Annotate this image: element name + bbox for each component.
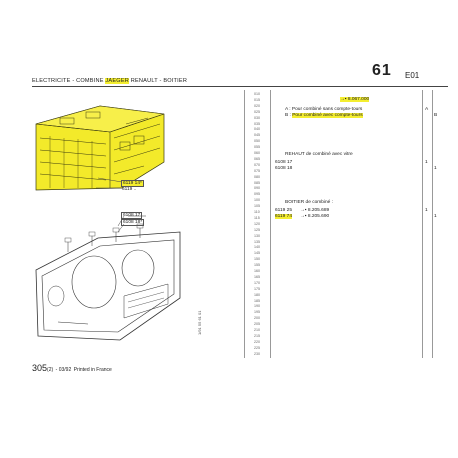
line-number: 205	[254, 322, 260, 327]
part-tag-6119-14: 6119 14*	[121, 180, 144, 187]
part-tag-6119: 6119 ..	[122, 187, 137, 192]
line-number: 060	[254, 151, 260, 155]
column-rule	[244, 90, 245, 358]
arrow-icon: →▪	[340, 97, 347, 102]
line-number: 095	[254, 192, 260, 197]
ref-6119-74: 6119 74	[275, 214, 292, 219]
qty-6119-74: 1	[434, 214, 437, 219]
line-number: 225	[254, 345, 260, 350]
ref-6108-17: 6108 17	[275, 160, 293, 165]
line-number: 020	[254, 103, 260, 108]
column-rule	[432, 90, 433, 358]
col-b-header: B	[434, 113, 438, 118]
line-number: 085	[254, 180, 260, 185]
qty-6108-17: 1	[425, 160, 428, 165]
boitier-label: BOITIER de combiné :	[285, 200, 333, 205]
variant-b: B : Pour combiné avec compte-tours	[285, 113, 363, 118]
line-number: 040	[254, 127, 260, 132]
line-number: 030	[254, 115, 260, 120]
header-suffix: RENAULT - BOITIER	[129, 78, 188, 84]
line-number: 145	[254, 251, 260, 256]
leader-lines	[96, 177, 123, 189]
page-header: ELECTRICITE - COMBINE JAEGER RENAULT - B…	[32, 78, 187, 84]
line-number: 170	[254, 280, 260, 285]
ref-6119-25: 6119 25	[275, 208, 292, 213]
line-number: 190	[254, 304, 260, 309]
line-number: 215	[254, 333, 260, 338]
variant-b-text: Pour combiné avec compte-tours	[292, 113, 363, 118]
line-number: 090	[254, 186, 260, 191]
line-number: 065	[254, 156, 260, 161]
line-number: 050	[254, 139, 260, 144]
header-rule	[32, 86, 448, 87]
line-number: 165	[254, 274, 260, 279]
variant-a: A : Pour combiné sans compte-tours	[285, 107, 363, 112]
qty-6108-18: 1	[434, 166, 437, 171]
qty-6119-25: 1	[425, 208, 428, 213]
variant-b-prefix: B :	[285, 113, 293, 118]
top-ref-value: 8.067.000	[347, 97, 370, 102]
line-number: 210	[254, 328, 260, 332]
part-tag-6108-17: 6108 17	[121, 212, 143, 219]
rehaut-label: REHAUT de combiné avec vitre	[285, 152, 353, 157]
line-number: 230	[254, 351, 260, 356]
footer-date: - 03/92	[55, 367, 72, 373]
arrow-icon: →▪	[300, 214, 307, 219]
arrow-icon: →▪	[300, 208, 307, 213]
footer-page: 305	[32, 363, 48, 373]
line-number: 125	[254, 227, 260, 232]
line-number: 070	[254, 162, 260, 167]
line-number: 155	[254, 263, 260, 268]
line-number: 130	[254, 233, 260, 238]
header-highlight: JAEGER	[105, 78, 129, 84]
line-number: 035	[254, 121, 260, 126]
part-number-2: →▪ 8.205.690	[300, 214, 329, 219]
line-number: 200	[254, 316, 260, 321]
line-number: 080	[254, 174, 260, 179]
line-number: 045	[254, 133, 260, 138]
line-number: 110	[254, 210, 260, 214]
line-number: 175	[254, 286, 260, 291]
page-footer: 305(2) - 03/92 Printed in France	[32, 363, 112, 373]
page-code: 61	[372, 62, 392, 79]
line-number: 010	[254, 92, 260, 96]
part-number-1: →▪ 8.205.689	[300, 208, 329, 213]
section-code: E01	[405, 71, 420, 80]
line-number: 220	[254, 339, 260, 344]
line-number: 115	[254, 215, 260, 220]
part-tag-6108-18: 6108 18*	[121, 219, 145, 226]
housing-drawing	[35, 105, 165, 191]
vertical-code: 1/91 55 61 01	[197, 310, 202, 335]
part-number-2-value: 8.205.690	[307, 214, 330, 219]
line-number: 055	[254, 145, 260, 150]
footer-printed: Printed in France	[73, 367, 112, 373]
column-rule	[422, 90, 423, 358]
line-number: 195	[254, 310, 260, 315]
footer-sub: (2)	[47, 367, 54, 373]
column-rule	[270, 90, 271, 358]
line-number: 100	[254, 198, 260, 203]
line-number: 180	[254, 292, 260, 297]
line-number: 105	[254, 204, 260, 209]
part-number-1-value: 8.205.689	[307, 208, 330, 213]
line-number: 075	[254, 168, 260, 173]
line-number: 135	[254, 239, 260, 244]
line-number: 140	[254, 245, 260, 250]
line-number: 185	[254, 298, 260, 303]
line-number: 015	[254, 97, 260, 102]
line-number: 150	[254, 257, 260, 262]
top-ref-number: →▪ 8.067.000	[340, 97, 370, 102]
ref-6108-18: 6108 18	[275, 166, 293, 171]
col-a-header: A	[425, 107, 429, 112]
line-number: 120	[254, 221, 260, 226]
header-prefix: ELECTRICITE - COMBINE	[32, 78, 106, 84]
line-number: 160	[254, 269, 260, 273]
bezel-drawing	[35, 215, 181, 341]
line-number: 025	[254, 109, 260, 114]
